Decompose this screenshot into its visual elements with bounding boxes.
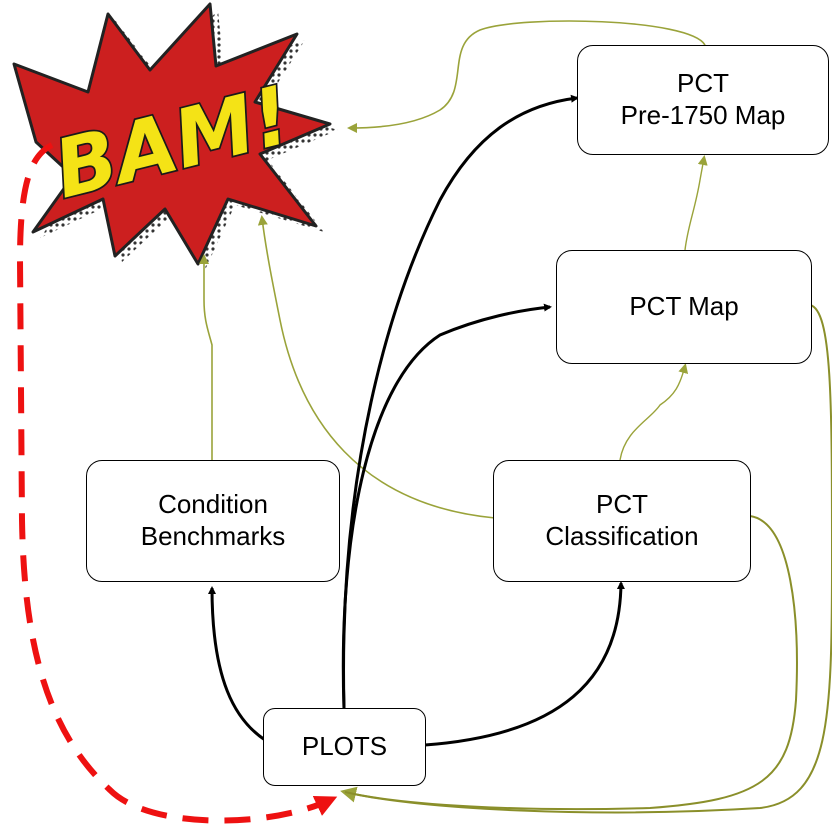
- node-condition-benchmarks[interactable]: Condition Benchmarks: [86, 460, 340, 582]
- node-pct-pre1750-line1: PCT: [677, 68, 729, 99]
- arrow-classification-to-pctmap: [619, 363, 689, 461]
- arrow-bam-to-plots-dashed: [16, 142, 338, 824]
- arrow-plots-to-pre1750: [342, 94, 579, 709]
- node-pct-map[interactable]: PCT Map: [556, 250, 812, 364]
- node-pct-classification[interactable]: PCT Classification: [493, 460, 751, 582]
- arrow-pctmap-to-plots: [340, 304, 832, 814]
- arrow-condition-to-bam: [199, 254, 213, 460]
- bam-explosion-graphic: BAM!: [12, 2, 338, 270]
- node-pct-pre1750-map[interactable]: PCT Pre-1750 Map: [577, 45, 829, 155]
- arrow-pre1750-to-bam: [347, 20, 706, 133]
- node-pct-classification-line1: PCT: [596, 489, 648, 520]
- arrow-classification-to-plots: [344, 515, 798, 811]
- node-plots-label: PLOTS: [301, 731, 388, 762]
- arrow-plots-to-condition: [208, 586, 266, 742]
- node-pct-map-label: PCT Map: [629, 291, 739, 322]
- node-plots[interactable]: PLOTS: [263, 708, 426, 786]
- node-pct-pre1750-line2: Pre-1750 Map: [620, 100, 786, 130]
- arrow-classification-to-bam: [257, 215, 496, 519]
- node-condition-benchmarks-line1: Condition: [158, 489, 268, 520]
- arrow-pctmap-to-pre1750: [684, 155, 708, 251]
- bam-starburst: [12, 2, 332, 266]
- arrow-plots-to-classification: [424, 581, 625, 747]
- node-pct-classification-line2: Classification: [545, 521, 699, 551]
- node-condition-benchmarks-line2: Benchmarks: [140, 521, 286, 551]
